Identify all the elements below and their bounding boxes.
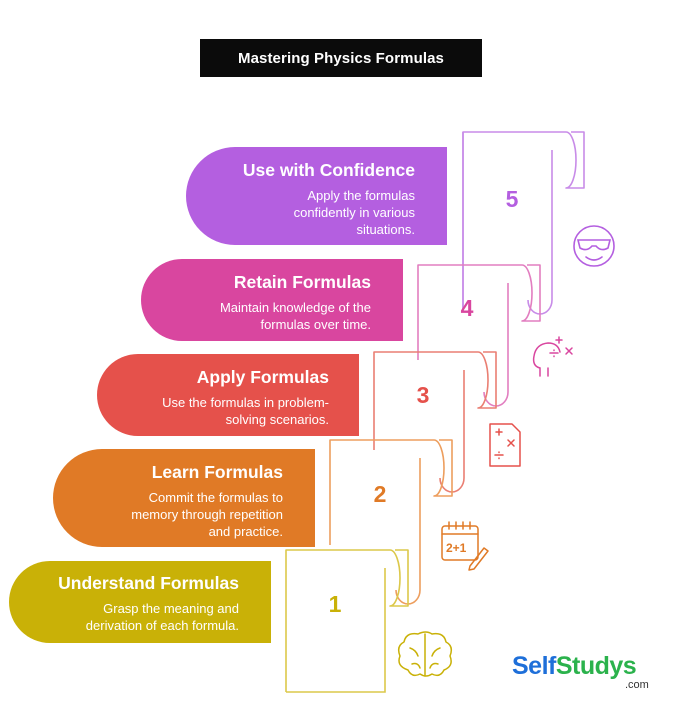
step-2-card: Learn Formulas Commit the formulas to me… <box>53 449 315 547</box>
scroll-step-4: 4 <box>417 264 541 407</box>
scroll-step-1: 1 <box>285 549 409 693</box>
step-3-desc-line-1: Use the formulas in problem- <box>162 395 329 410</box>
step-4-desc-line-2: formulas over time. <box>260 317 371 332</box>
scroll-step-2: 2 <box>329 439 453 605</box>
step-3-desc-line-2: solving scenarios. <box>225 412 329 427</box>
step-2-desc-line-1: Commit the formulas to <box>148 490 283 505</box>
step-number-4: 4 <box>461 295 474 321</box>
step-1-desc-line-1: Grasp the meaning and <box>103 601 239 616</box>
cool-face-icon <box>573 225 615 267</box>
step-number-1: 1 <box>329 591 342 617</box>
math-document-icon <box>489 423 521 467</box>
step-1-card: Understand Formulas Grasp the meaning an… <box>9 561 271 643</box>
step-4-card: Retain Formulas Maintain knowledge of th… <box>141 259 403 341</box>
step-5-heading: Use with Confidence <box>242 160 415 180</box>
logo-self-text: Self <box>512 652 556 680</box>
step-number-2: 2 <box>374 481 387 507</box>
step-2-desc-line-3: and practice. <box>208 524 283 539</box>
step-1-desc-line-2: derivation of each formula. <box>85 618 239 633</box>
step-4-heading: Retain Formulas <box>233 272 371 292</box>
step-2-desc-line-2: memory through repetition <box>131 507 283 522</box>
step-5-desc-line-2: confidently in various <box>293 205 415 220</box>
step-3-card: Apply Formulas Use the formulas in probl… <box>97 354 359 436</box>
logo-domain-text: .com <box>625 679 649 691</box>
step-3-heading: Apply Formulas <box>196 367 329 387</box>
step-5-desc-line-1: Apply the formulas <box>307 188 415 203</box>
brain-icon <box>397 631 453 677</box>
step-5-card: Use with Confidence Apply the formulas c… <box>186 147 447 245</box>
head-math-icon <box>532 336 573 377</box>
calendar-math-icon: 2+1 <box>441 521 489 571</box>
step-number-3: 3 <box>417 382 430 408</box>
step-5-desc-line-3: situations. <box>356 222 415 237</box>
logo-studys-text: Studys <box>555 652 637 680</box>
step-2-heading: Learn Formulas <box>151 462 283 482</box>
step-1-heading: Understand Formulas <box>58 573 239 593</box>
svg-text:2+1: 2+1 <box>446 541 467 555</box>
step-number-5: 5 <box>506 186 519 212</box>
scroll-step-3: 3 <box>373 351 497 493</box>
scroll-step-5: 5 <box>462 131 585 315</box>
selfstudys-logo: SelfStudys .com <box>512 652 652 700</box>
diagram-title: Mastering Physics Formulas <box>200 39 482 77</box>
step-4-desc-line-1: Maintain knowledge of the <box>219 300 371 315</box>
